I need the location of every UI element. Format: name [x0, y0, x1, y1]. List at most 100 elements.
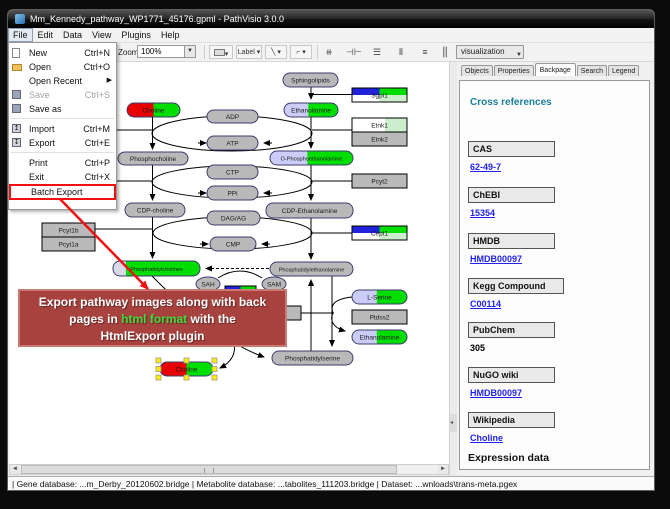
stack-horizontal-button[interactable]: ≡ [422, 47, 428, 57]
gene-tool-button[interactable]: ▾ [209, 45, 233, 59]
section-header-nugo-wiki: NuGO wiki [468, 367, 555, 383]
node-ethanolamine-bottom[interactable]: Ethanolamine [351, 329, 408, 345]
zoom-dropdown-icon[interactable]: ▼ [184, 46, 195, 57]
horizontal-scrollbar[interactable]: ◄ ► [9, 464, 449, 475]
node-cept1[interactable]: Cept1 [351, 225, 408, 241]
menu-help[interactable]: Help [160, 30, 180, 40]
section-header-chebi: ChEBI [468, 187, 555, 203]
svg-text:L-Serine: L-Serine [367, 294, 392, 301]
window-title: Mm_Kennedy_pathway_WP1771_45176.gpml - P… [30, 14, 284, 24]
status-bar: | Gene database: ...m_Derby_20120602.bri… [8, 476, 654, 490]
svg-text:Cept1: Cept1 [371, 230, 389, 237]
section-value-cas[interactable]: 62-49-7 [470, 162, 502, 172]
node-atp[interactable]: ATP [206, 135, 259, 151]
node-phosphatidylserine[interactable]: Phosphatidylserine [271, 350, 354, 366]
tab-objects[interactable]: Objects [461, 65, 493, 76]
section-value-kegg-compound[interactable]: C00114 [470, 299, 502, 309]
connector-tool-button[interactable]: ⌐ ▾ [290, 45, 312, 59]
tab-legend[interactable]: Legend [607, 65, 640, 76]
node-adp[interactable]: ADP [206, 109, 259, 124]
section-header-pubchem: PubChem [468, 322, 555, 338]
visualization-combobox[interactable]: visualization▼ [456, 45, 524, 59]
svg-text:Ethanolamine: Ethanolamine [360, 334, 400, 341]
node-choline-selected[interactable]: Choline [155, 357, 218, 381]
node-cmp[interactable]: CMP [209, 236, 257, 252]
section-value-wikipedia[interactable]: Choline [470, 433, 503, 443]
node-phosphocholine[interactable]: Phosphocholine [117, 151, 189, 166]
node-sah[interactable]: SAH [195, 276, 221, 292]
splitter-collapse-button[interactable]: ◂ [450, 414, 458, 432]
svg-text:Pcyt2: Pcyt2 [371, 178, 388, 185]
svg-text:Pcyt1b: Pcyt1b [59, 227, 79, 234]
node-l-serine[interactable]: L-Serine [351, 289, 408, 305]
node-cdp-ethanolamine[interactable]: CDP-Ethanolamine [265, 202, 354, 219]
node-ppi[interactable]: PPi [206, 185, 259, 201]
scrollbar-thumb[interactable] [21, 465, 397, 474]
file-menu-item-open-recent[interactable]: Open Recent▶ [29, 76, 112, 86]
file-menu-item-batch-export[interactable]: Batch Export [9, 184, 116, 200]
tab-properties[interactable]: Properties [493, 65, 534, 76]
svg-text:CDP-Ethanolamine: CDP-Ethanolamine [282, 208, 338, 215]
node-etnk2[interactable]: Etnk2 [351, 131, 408, 147]
menu-view[interactable]: View [92, 30, 112, 40]
section-value-hmdb[interactable]: HMDB00097 [470, 254, 523, 264]
node-ethanolamine-top[interactable]: Ethanolamine [283, 102, 339, 118]
section-header-kegg-compound: Kegg Compound [468, 278, 564, 294]
align-middle-button[interactable]: ⊣⊢ [346, 47, 362, 57]
label-tool-button[interactable]: Label ▾ [236, 45, 262, 59]
title-bar[interactable]: Mm_Kennedy_pathway_WP1771_45176.gpml - P… [8, 10, 654, 28]
section-value-nugo-wiki[interactable]: HMDB00097 [470, 388, 523, 398]
node-sgpl1[interactable]: Sgpl1 [351, 87, 408, 103]
svg-text:SAM: SAM [267, 281, 281, 288]
node-dag-ag[interactable]: DAG/AG [206, 210, 261, 226]
svg-text:Ptdss2: Ptdss2 [370, 314, 390, 321]
node-choline-top[interactable]: Choline [126, 102, 181, 118]
node-etnk1[interactable]: Etnk1 [351, 117, 408, 133]
node-o-phosphoethanolamine[interactable]: O-Phosphoethanolamine [269, 150, 354, 166]
zoom-label: Zoom: [118, 48, 141, 57]
menu-data[interactable]: Data [63, 30, 83, 40]
svg-text:CMP: CMP [226, 241, 240, 248]
menu-plugins[interactable]: Plugins [121, 30, 151, 40]
crossref-heading: Cross references [470, 97, 552, 108]
node-phosphatidylethanolamine[interactable]: Phosphatidylethanolamine [269, 261, 354, 277]
svg-text:Choline: Choline [175, 366, 197, 373]
scroll-left-button[interactable]: ◄ [10, 465, 20, 474]
file-menu-item-save-as[interactable]: Save as [9, 102, 116, 116]
node-ptdss2[interactable]: Ptdss2 [351, 309, 408, 325]
zoom-value: 100% [141, 47, 162, 56]
section-value-chebi[interactable]: 15354 [470, 208, 496, 218]
line-tool-button[interactable]: ╲ ▾ [265, 45, 287, 59]
tab-backpage[interactable]: Backpage [534, 63, 576, 76]
align-center-button[interactable]: ⧺ [325, 47, 333, 57]
node-pcyt1a[interactable]: Pcyt1a [41, 236, 96, 252]
menu-file[interactable]: File [8, 28, 33, 42]
node-pcyt1b[interactable]: Pcyt1b [41, 222, 96, 238]
stack-vertical-button[interactable]: ⎥⎢ [440, 47, 450, 57]
svg-text:Etnk2: Etnk2 [371, 136, 388, 143]
distribute-vertical-button[interactable]: ⦀ [399, 47, 403, 57]
scroll-right-button[interactable]: ► [438, 465, 448, 474]
tab-search[interactable]: Search [576, 65, 607, 76]
zoom-combobox[interactable]: 100% ▼ [137, 45, 196, 58]
highlighted-text: html format [121, 312, 188, 326]
split-divider[interactable]: ◂ [449, 62, 458, 476]
node-cdp-choline[interactable]: CDP-choline [124, 202, 186, 218]
node-phosphatidylcholines[interactable]: Phosphatidylcholines [112, 260, 201, 277]
distribute-horizontal-button[interactable]: ☰ [372, 47, 382, 57]
node-sphingolipids[interactable]: Sphingolipids [282, 72, 339, 88]
expression-data-heading: Expression data [468, 452, 550, 464]
node-pcyt2[interactable]: Pcyt2 [351, 173, 408, 189]
menu-edit[interactable]: Edit [37, 30, 54, 40]
node-ctp[interactable]: CTP [206, 164, 259, 180]
node-small-gene[interactable] [284, 305, 302, 321]
